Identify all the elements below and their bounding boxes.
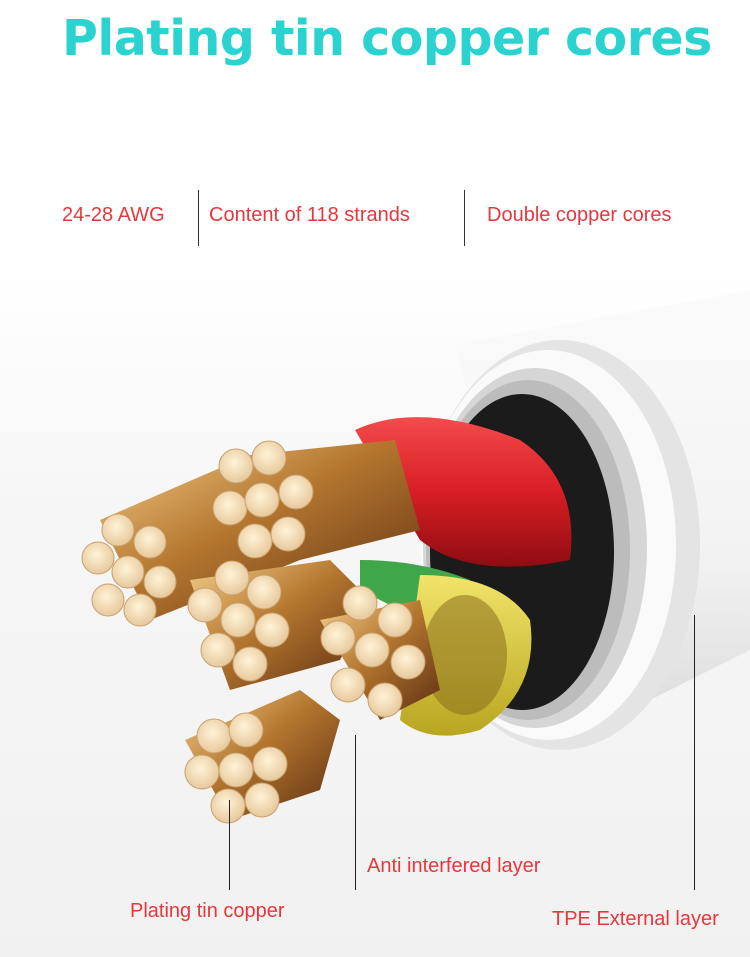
callout-anti-interfered-layer: Anti interfered layer [367,855,541,877]
cable-cross-section-illustration [0,272,750,957]
spec-divider [464,190,465,246]
page-title: Plating tin copper cores [62,10,712,67]
spec-cores: Double copper cores [487,204,672,226]
spec-strands: Content of 118 strands [209,204,410,226]
leader-line-anti [355,735,356,890]
spec-bar: 24-28 AWG Content of 118 strands Double … [0,190,750,246]
callout-tpe-external-layer: TPE External layer [552,908,719,930]
spec-divider [198,190,199,246]
callout-plating-tin-copper: Plating tin copper [130,900,285,922]
leader-line-plating [229,800,230,890]
spec-awg: 24-28 AWG [62,204,165,226]
leader-line-tpe [694,615,695,890]
